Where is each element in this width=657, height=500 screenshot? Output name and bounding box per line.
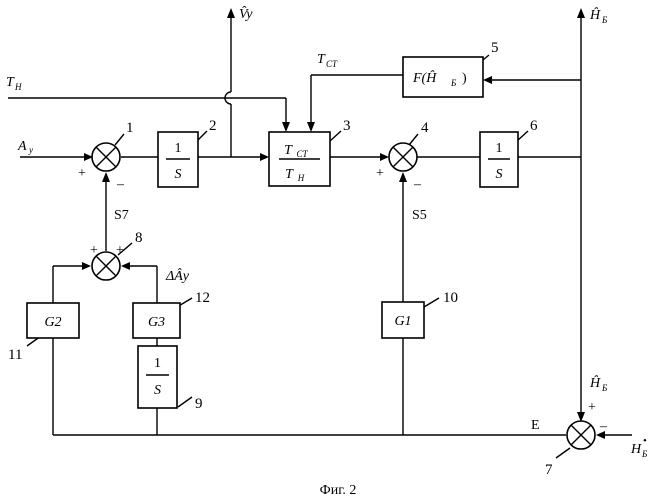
label-tn-sub: H <box>14 82 22 92</box>
arrow-b3-in <box>260 153 269 161</box>
sign-s4-left: + <box>376 166 384 181</box>
sign-s1-bottom: – <box>116 177 125 192</box>
sign-s7-right: – <box>599 419 608 434</box>
arrow-s1-bottom <box>102 172 110 182</box>
arrow-hb-out <box>577 8 585 18</box>
leader-4 <box>409 134 418 145</box>
label-num-9: 9 <box>195 396 203 412</box>
label-hb-out-sub: Б <box>601 15 608 25</box>
block-5-text: F(Ĥ <box>412 69 437 86</box>
label-num-4: 4 <box>421 120 429 136</box>
label-e: E <box>531 418 540 433</box>
block-10-text: G1 <box>394 314 411 329</box>
block-3-den-sub: H <box>297 173 305 183</box>
arrow-tn <box>282 122 290 132</box>
label-hb-out: Ĥ <box>589 6 601 23</box>
block-6-num: 1 <box>496 141 503 156</box>
block-6-den: S <box>496 167 503 182</box>
block-3-ratio: T CT T H <box>269 132 330 186</box>
summer-1 <box>92 143 120 171</box>
sign-s8-right: + <box>116 243 124 258</box>
block-6-integrator: 1 S <box>480 132 518 187</box>
label-tn: T <box>6 75 15 90</box>
arrow-s4-bottom <box>399 172 407 182</box>
arrow-tst <box>307 122 315 132</box>
label-num-6: 6 <box>530 118 538 134</box>
arrow-s8-left <box>82 262 91 270</box>
label-tst: T <box>317 52 326 67</box>
label-s7: S7 <box>114 208 129 223</box>
label-vy: V̂y <box>239 6 253 22</box>
leader-9 <box>178 397 192 407</box>
block-2-integrator: 1 S <box>158 132 198 187</box>
label-num-11: 11 <box>8 347 22 363</box>
label-num-8: 8 <box>135 230 143 246</box>
block-12-g3: G3 <box>133 303 180 338</box>
leader-7 <box>556 448 570 458</box>
summer-4 <box>389 143 417 171</box>
block-10-g1: G1 <box>382 302 424 338</box>
summer-7 <box>567 421 595 449</box>
label-hbstar-sub: Б <box>641 449 648 459</box>
arrow-s8-right <box>121 262 130 270</box>
label-ay-sub: y <box>28 145 33 155</box>
arrow-s4-in <box>380 153 389 161</box>
block-9-den: S <box>154 383 161 398</box>
block-11-text: G2 <box>44 315 61 330</box>
label-hbstar-sup: • <box>643 435 647 447</box>
leader-3 <box>330 131 341 141</box>
block-3-num-sub: CT <box>296 149 308 159</box>
sign-s8-left: + <box>90 243 98 258</box>
block-5-function: F(Ĥ Б ) <box>403 57 483 97</box>
label-hbstar: H <box>630 442 642 457</box>
label-num-3: 3 <box>343 118 351 134</box>
label-s5: S5 <box>412 208 427 223</box>
sign-s7-top: + <box>588 400 596 415</box>
leader-1 <box>115 134 124 145</box>
label-num-12: 12 <box>195 290 210 306</box>
block-3-den: T <box>285 167 294 182</box>
label-num-10: 10 <box>443 290 458 306</box>
block-5-sub: Б <box>450 78 457 88</box>
block-11-g2: G2 <box>27 303 79 338</box>
label-num-5: 5 <box>491 40 499 56</box>
label-ay: A <box>17 139 27 154</box>
block-2-num: 1 <box>175 141 182 156</box>
sign-s1-left: + <box>78 166 86 181</box>
label-hb-feedback: Ĥ <box>589 374 601 391</box>
label-delta-ay: ΔÂy <box>165 267 190 284</box>
block-9-integrator: 1 S <box>138 346 177 408</box>
label-num-2: 2 <box>209 118 217 134</box>
leader-10 <box>424 298 439 307</box>
block-9-num: 1 <box>154 356 161 371</box>
block-5-close: ) <box>462 71 467 86</box>
label-hb-feedback-sub: Б <box>601 383 608 393</box>
arrow-b5-in <box>483 76 492 84</box>
label-num-1: 1 <box>126 120 134 136</box>
block-2-den: S <box>175 167 182 182</box>
arrow-vy <box>227 8 235 18</box>
label-tst-sub: CT <box>326 59 338 69</box>
sign-s4-bottom: – <box>413 177 422 192</box>
block-3-num: T <box>284 143 293 158</box>
label-num-7: 7 <box>545 462 553 478</box>
figure-caption: Фиг. 2 <box>320 483 357 498</box>
block-12-text: G3 <box>148 315 165 330</box>
